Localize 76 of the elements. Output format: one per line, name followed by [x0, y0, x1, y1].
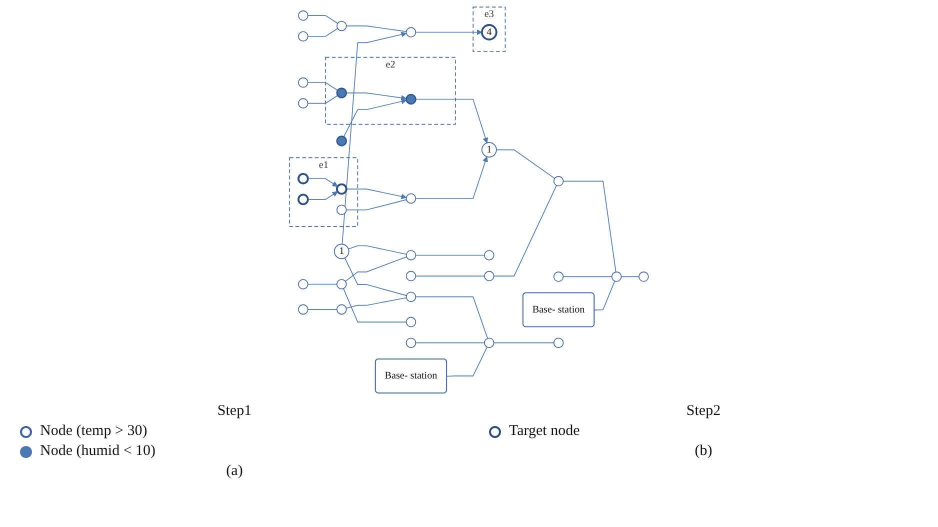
- arrow: [415, 29, 482, 36]
- arrow: [307, 191, 338, 200]
- connector: [346, 199, 407, 210]
- connector: [307, 284, 338, 285]
- node-circle: [406, 270, 416, 282]
- connector: [594, 280, 616, 310]
- node-circle: [336, 204, 347, 215]
- node-circle: [406, 94, 416, 105]
- connector: [493, 185, 557, 276]
- node-circle: [406, 193, 416, 204]
- node-circle: 1: [334, 244, 350, 260]
- panel-label: (a): [226, 463, 243, 480]
- arrow: [307, 178, 338, 187]
- connector: [307, 28, 338, 37]
- connector: [493, 342, 554, 344]
- connector: [307, 95, 338, 104]
- arrow: [415, 98, 488, 144]
- node-circle: [406, 250, 416, 260]
- node-circle: [484, 250, 494, 260]
- legend-label: Node (humid < 10): [40, 443, 156, 460]
- connector: [348, 245, 407, 255]
- connector: [415, 296, 488, 339]
- arrow: [415, 156, 488, 199]
- connector: [620, 276, 640, 278]
- connector: [496, 149, 556, 179]
- node-circle: 4: [480, 24, 498, 40]
- connector: [344, 258, 407, 296]
- legend-label: Node (temp > 30): [40, 423, 148, 440]
- arrow: [343, 98, 407, 138]
- node-circle: [336, 304, 347, 315]
- node-circle: [298, 77, 308, 88]
- step-label: Step2: [686, 403, 721, 420]
- connector: [446, 346, 488, 377]
- node-circle: [336, 279, 347, 290]
- panel-label: (b): [694, 443, 712, 460]
- node-circle: [553, 272, 564, 282]
- cluster: e2: [325, 56, 456, 125]
- node-circle: [298, 304, 308, 315]
- connector: [562, 276, 612, 278]
- legend-label: Target node: [509, 423, 580, 440]
- arrow: [346, 188, 407, 200]
- connector: [415, 342, 485, 344]
- connector: [346, 297, 407, 309]
- node-circle: [484, 338, 494, 348]
- arrow: [346, 92, 407, 101]
- node-circle: [336, 20, 347, 32]
- node-circle: [553, 338, 564, 348]
- node-circle: [406, 292, 416, 302]
- node-circle: [298, 279, 308, 290]
- node-circle: [406, 338, 416, 348]
- node-circle: [336, 183, 348, 195]
- node-circle: [406, 316, 416, 328]
- node-circle: 1: [482, 142, 497, 158]
- node-circle: [484, 270, 494, 282]
- connector: [343, 288, 407, 322]
- connector: [346, 26, 407, 32]
- step-label: Step1: [217, 403, 252, 420]
- node-circle: [298, 172, 309, 184]
- node-circle: [298, 10, 308, 21]
- connector: [307, 15, 338, 24]
- node-circle: [298, 31, 308, 42]
- node-circle: [336, 88, 347, 98]
- arrow: [342, 32, 407, 245]
- node-circle: [611, 272, 622, 282]
- node-circle: [298, 98, 308, 108]
- node-circle: [336, 136, 347, 146]
- node-circle: [553, 176, 564, 186]
- connector: [307, 82, 338, 91]
- node-circle: [406, 27, 416, 38]
- node-circle: [638, 272, 649, 282]
- connector: [415, 254, 485, 256]
- cluster: e1: [289, 157, 358, 227]
- connector: [344, 256, 407, 282]
- connector: [307, 309, 338, 310]
- node-circle: [298, 194, 309, 206]
- connector: [562, 180, 616, 272]
